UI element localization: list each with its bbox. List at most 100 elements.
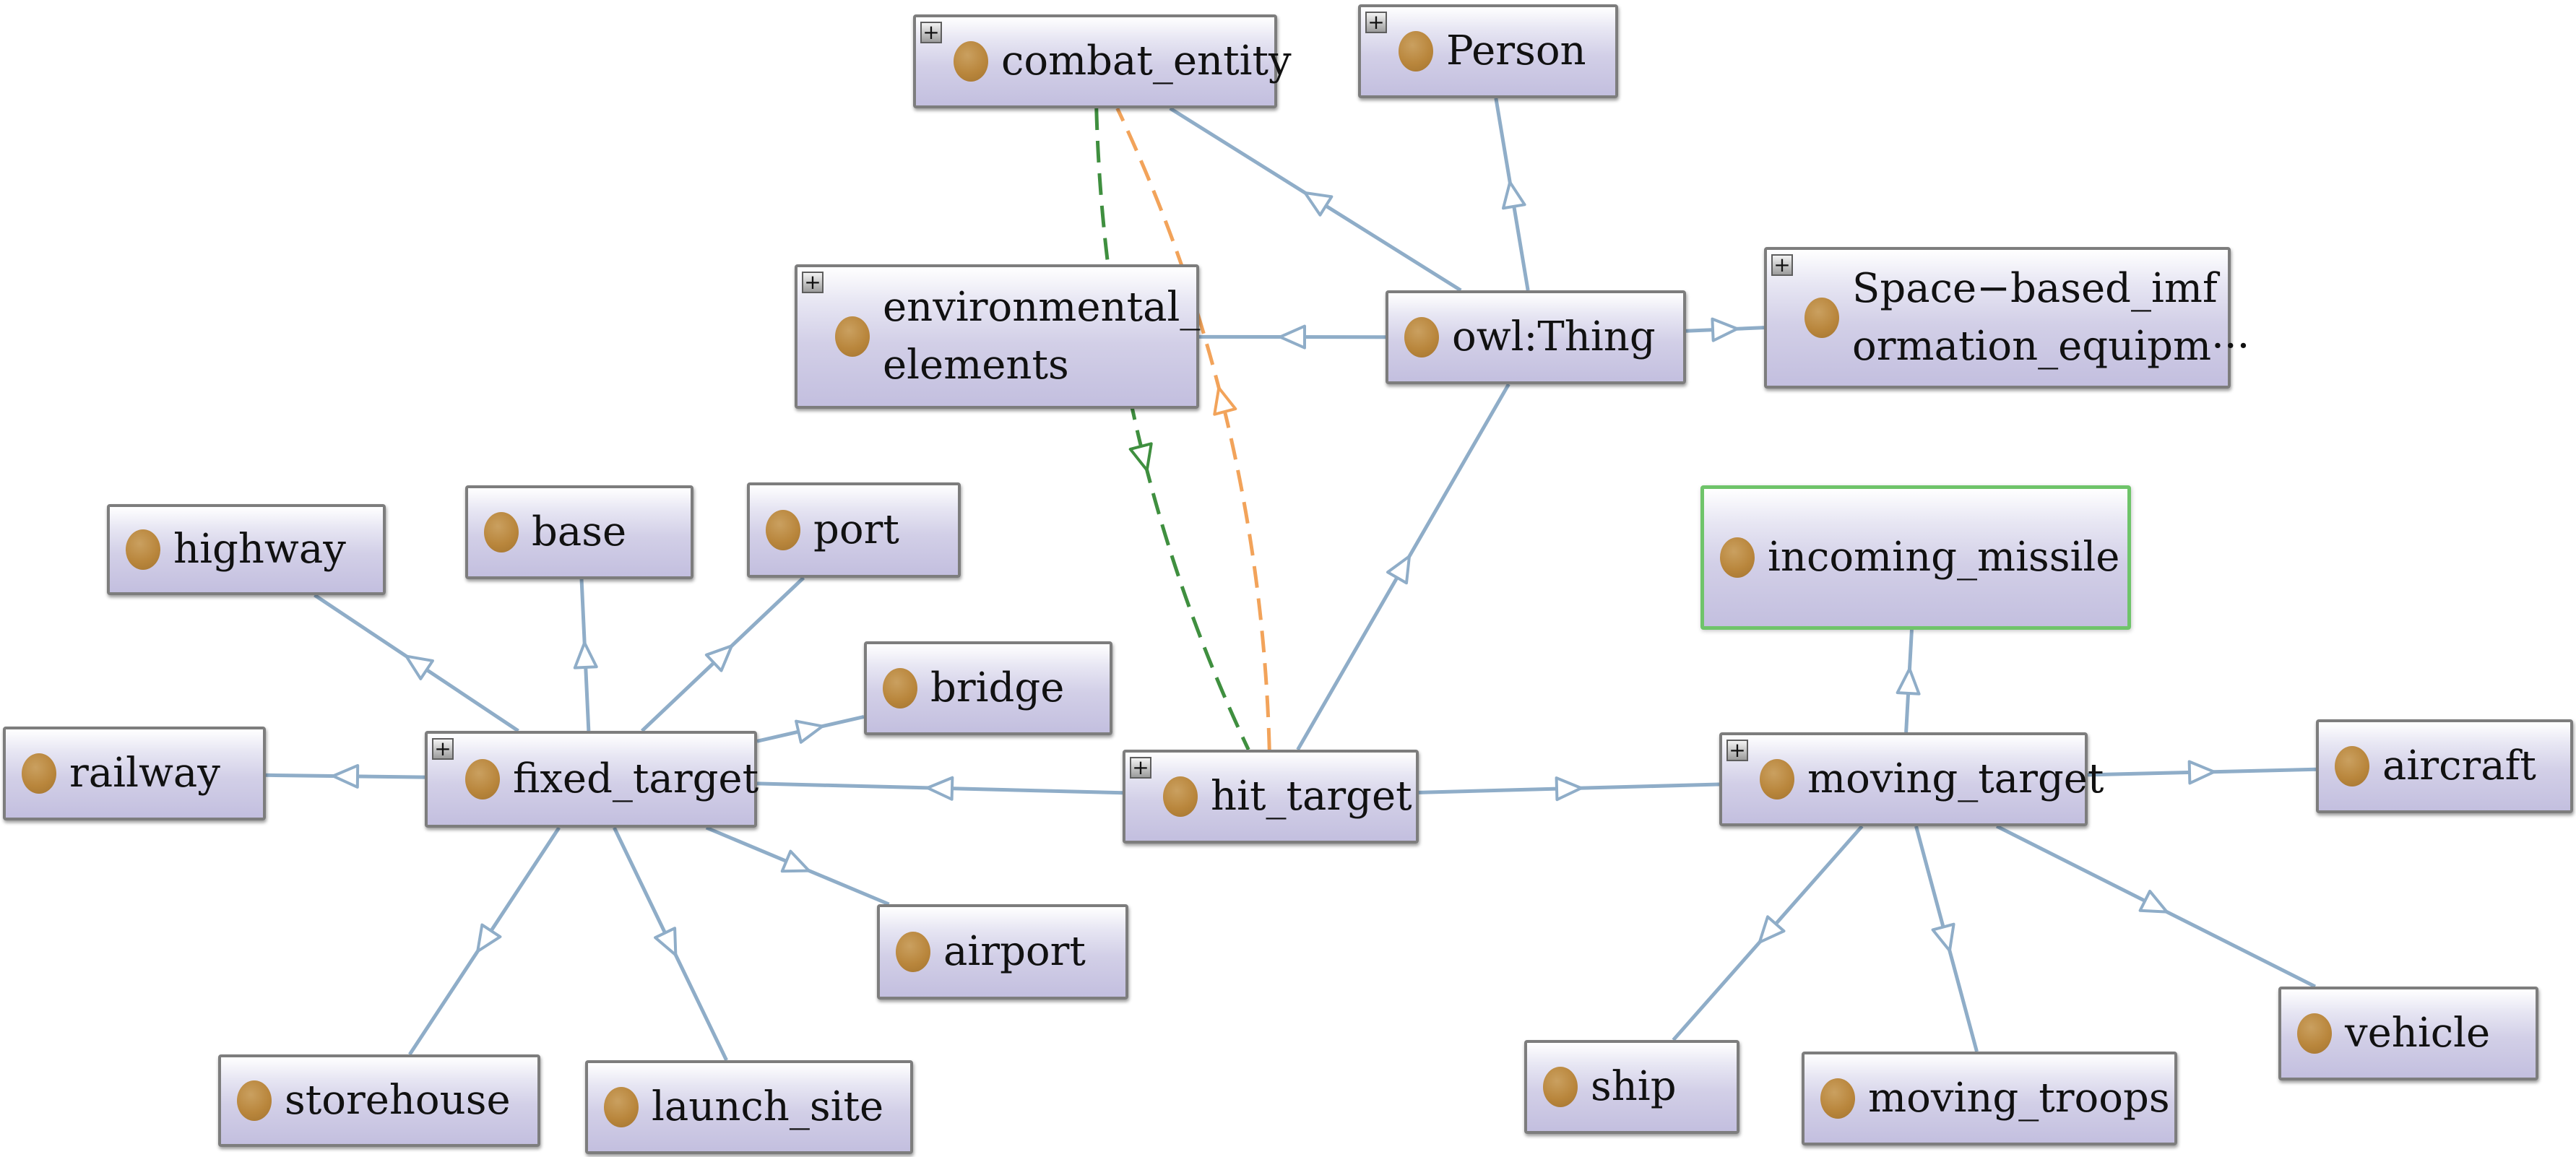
class-icon bbox=[2335, 746, 2369, 786]
edge-owl-thing-to-environmental-elements-arrowhead bbox=[1279, 324, 1307, 350]
node-label: storehouse bbox=[285, 1077, 511, 1124]
class-icon bbox=[22, 753, 56, 794]
edge-fixed-target-to-bridge-arrowhead bbox=[795, 719, 824, 744]
edge-owl-thing-to-space-based-arrowhead bbox=[1711, 317, 1739, 342]
edge-fixed-target-to-storehouse-arrowhead bbox=[476, 923, 502, 953]
edge-moving-target-to-vehicle-arrowhead bbox=[2138, 889, 2169, 914]
node-label: aircraft bbox=[2382, 742, 2536, 789]
class-icon bbox=[1720, 537, 1755, 578]
node-owl-thing[interactable]: owl:Thing bbox=[1386, 290, 1686, 384]
class-icon bbox=[126, 529, 160, 570]
expand-icon[interactable]: + bbox=[1130, 757, 1151, 779]
node-label: fixed_target bbox=[513, 755, 759, 802]
node-port[interactable]: port bbox=[747, 482, 961, 578]
node-highway[interactable]: highway bbox=[107, 504, 386, 595]
expand-icon[interactable]: + bbox=[920, 22, 942, 43]
node-label: Space−based_imf ormation_equipm··· bbox=[1852, 260, 2249, 376]
node-label: environmental_ elements bbox=[883, 279, 1200, 394]
class-icon bbox=[1399, 31, 1433, 72]
node-launch-site[interactable]: launch_site bbox=[585, 1060, 913, 1154]
node-aircraft[interactable]: aircraft bbox=[2316, 719, 2573, 813]
node-space-based-information-equipment[interactable]: + Space−based_imf ormation_equipm··· bbox=[1764, 247, 2249, 389]
node-vehicle[interactable]: vehicle bbox=[2278, 987, 2538, 1080]
node-label-line-1: environmental_ bbox=[883, 284, 1201, 331]
expand-icon[interactable]: + bbox=[432, 738, 454, 760]
node-label: owl:Thing bbox=[1452, 313, 1656, 360]
edge-moving-target-to-moving-troops-arrowhead bbox=[1931, 922, 1955, 953]
class-icon bbox=[1820, 1078, 1855, 1119]
expand-icon[interactable]: + bbox=[1726, 740, 1748, 761]
node-label: port bbox=[813, 506, 899, 553]
node-label: incoming_missile bbox=[1768, 534, 2120, 581]
node-label: moving_target bbox=[1807, 755, 2104, 802]
node-label-line-2: elements bbox=[883, 342, 1069, 389]
node-label: launch_site bbox=[652, 1083, 884, 1130]
class-icon bbox=[1543, 1067, 1578, 1107]
edge-owl-thing-to-person-arrowhead bbox=[1501, 181, 1526, 210]
node-incoming-missile[interactable]: incoming_missile bbox=[1700, 485, 2131, 630]
class-icon bbox=[1760, 759, 1794, 800]
node-ship[interactable]: ship bbox=[1524, 1040, 1739, 1134]
edge-fixed-target-to-highway-arrowhead bbox=[405, 654, 434, 680]
node-label-line-2: ormation_equipm··· bbox=[1852, 323, 2250, 370]
edge-moving-target-to-incoming-missile-arrowhead bbox=[1896, 667, 1921, 696]
class-icon bbox=[484, 512, 519, 552]
edge-hit-target-to-fixed-target-arrowhead bbox=[926, 776, 954, 801]
node-label: airport bbox=[943, 928, 1086, 975]
edge-moving-target-to-ship-arrowhead bbox=[1758, 915, 1786, 944]
node-label: moving_troops bbox=[1868, 1075, 2170, 1122]
edge-moving-target-to-aircraft-arrowhead bbox=[2187, 760, 2216, 785]
class-icon bbox=[604, 1087, 639, 1127]
edge-combat-entity-to-hit-target bbox=[1094, 108, 1250, 751]
edge-owl-thing-to-combat-entity-arrowhead bbox=[1303, 191, 1334, 217]
edge-hit-target-to-combat-entity-arrowhead bbox=[1213, 386, 1237, 416]
node-moving-target[interactable]: + moving_target bbox=[1719, 732, 2104, 826]
node-label: base bbox=[532, 508, 627, 555]
node-label: Person bbox=[1446, 27, 1586, 74]
node-label: railway bbox=[69, 750, 220, 797]
edge-fixed-target-to-base-arrowhead bbox=[573, 641, 598, 670]
class-icon bbox=[835, 316, 870, 357]
node-label: bridge bbox=[930, 664, 1065, 711]
expand-icon[interactable]: + bbox=[802, 272, 824, 293]
expand-icon[interactable]: + bbox=[1771, 254, 1793, 276]
node-railway[interactable]: railway bbox=[3, 727, 266, 820]
class-icon bbox=[896, 932, 930, 972]
class-icon bbox=[954, 41, 988, 82]
node-person[interactable]: + Person bbox=[1358, 4, 1618, 98]
node-fixed-target[interactable]: + fixed_target bbox=[425, 731, 759, 828]
node-label: hit_target bbox=[1211, 773, 1412, 820]
node-bridge[interactable]: bridge bbox=[864, 641, 1112, 735]
edge-fixed-target-to-port-arrowhead bbox=[704, 644, 733, 672]
class-icon bbox=[883, 668, 917, 708]
edge-fixed-target-to-railway-arrowhead bbox=[332, 763, 360, 789]
expand-icon[interactable]: + bbox=[1365, 12, 1387, 33]
node-label: highway bbox=[173, 526, 346, 573]
node-label: ship bbox=[1591, 1063, 1677, 1110]
class-icon bbox=[766, 510, 800, 550]
node-hit-target[interactable]: + hit_target bbox=[1123, 750, 1419, 844]
edge-hit-target-to-moving-target-arrowhead bbox=[1555, 776, 1583, 802]
node-label: combat_entity bbox=[1001, 38, 1292, 84]
edge-fixed-target-to-airport-arrowhead bbox=[780, 849, 811, 873]
class-icon bbox=[1163, 776, 1198, 817]
edge-hit-target-to-owl-thing-arrowhead bbox=[1386, 555, 1411, 585]
class-icon bbox=[1805, 298, 1839, 338]
node-label: vehicle bbox=[2345, 1010, 2491, 1057]
class-icon bbox=[465, 759, 500, 800]
node-combat-entity[interactable]: + combat_entity bbox=[913, 14, 1292, 108]
node-airport[interactable]: airport bbox=[877, 904, 1128, 1000]
edge-combat-entity-to-hit-target-arrowhead bbox=[1128, 442, 1153, 472]
node-moving-troops[interactable]: moving_troops bbox=[1802, 1052, 2177, 1145]
class-icon bbox=[237, 1080, 272, 1121]
node-base[interactable]: base bbox=[465, 485, 693, 579]
edge-hit-target-to-combat-entity bbox=[1115, 107, 1271, 750]
node-environmental-elements[interactable]: + environmental_ elements bbox=[795, 264, 1200, 409]
class-icon bbox=[1404, 317, 1439, 358]
node-storehouse[interactable]: storehouse bbox=[218, 1054, 540, 1147]
class-icon bbox=[2297, 1013, 2332, 1054]
node-label-line-1: Space−based_imf bbox=[1852, 265, 2218, 312]
edge-fixed-target-to-launch-site-arrowhead bbox=[654, 927, 678, 957]
